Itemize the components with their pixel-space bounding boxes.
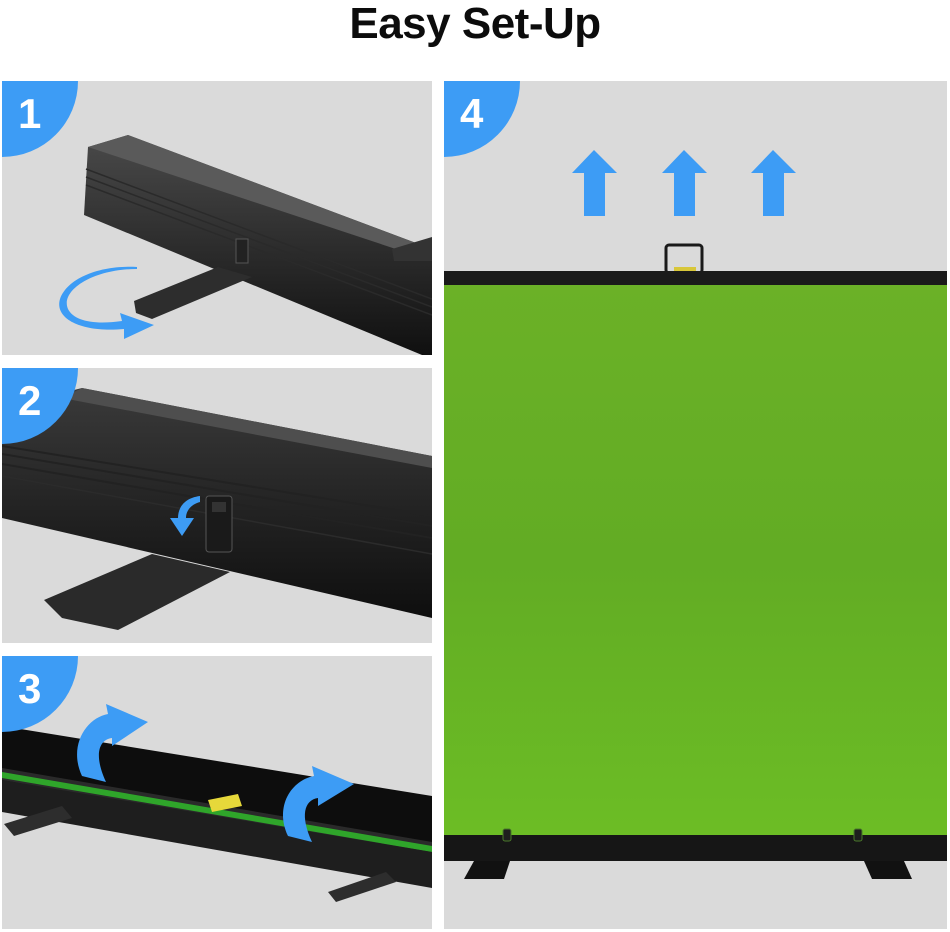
open-cover-illustration [2, 704, 432, 902]
step-1-panel: 1 [2, 81, 432, 355]
step-number: 3 [18, 665, 42, 712]
step-number: 2 [18, 377, 42, 424]
step-4-panel: 4 [444, 81, 947, 929]
folded-base-foot-illustration [59, 135, 432, 355]
step-3-panel: 3 [2, 656, 432, 929]
page-title: Easy Set-Up [349, 0, 601, 48]
green-screen-illustration [444, 150, 947, 879]
curve-arrow-icon [77, 704, 148, 782]
up-arrow-icon [662, 150, 707, 216]
step-number: 4 [460, 90, 484, 137]
step-2-panel: 2 [2, 368, 432, 643]
up-arrow-icon [572, 150, 617, 216]
curve-arrow-icon [283, 766, 354, 842]
lock-clip-illustration [2, 388, 432, 630]
up-arrow-icon [751, 150, 796, 216]
step-number: 1 [18, 90, 42, 137]
rotate-arrow-icon [59, 266, 154, 339]
down-curve-arrow-icon [170, 496, 200, 536]
